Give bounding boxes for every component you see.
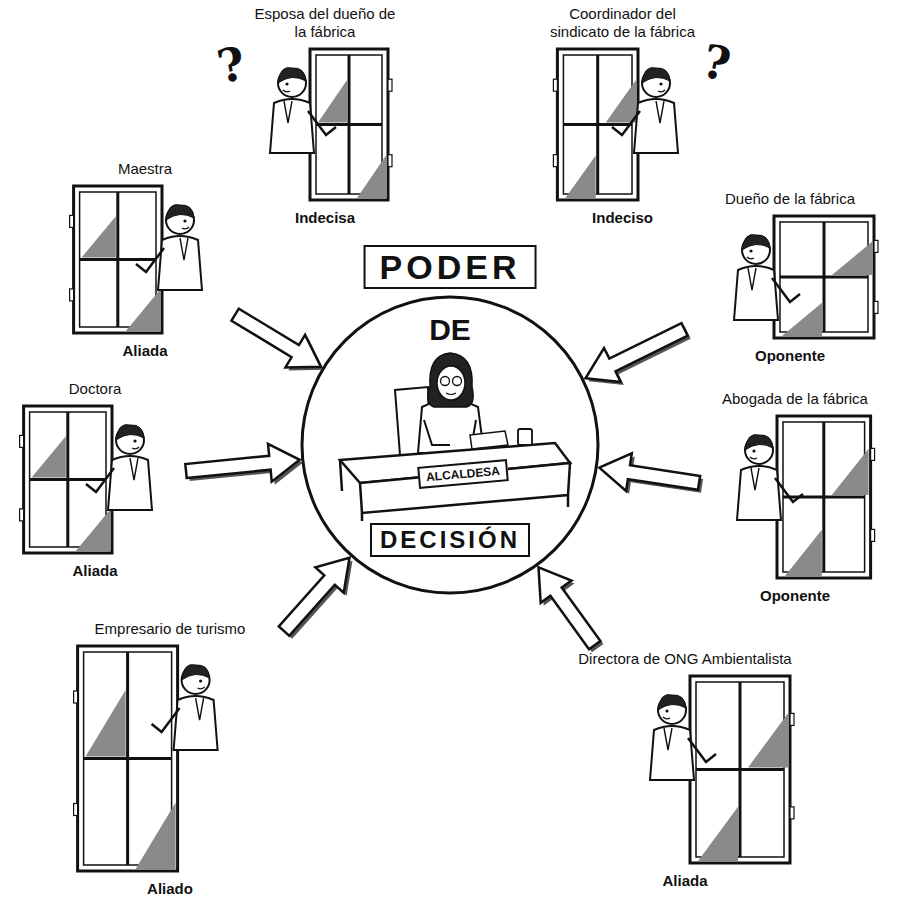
stakeholder-name: Coordinador del sindicato de la fábrica <box>545 5 700 41</box>
decision-circle: PODERDEDECISIÓNALCALDESA <box>300 295 600 595</box>
arrow-shape <box>279 558 350 636</box>
stakeholder-window: Coordinador del sindicato de la fábricaI… <box>545 5 700 227</box>
stakeholder-name: Dueño de la fábrica <box>690 190 890 208</box>
influence-arrow <box>185 444 302 485</box>
stakeholder-name: Directora de ONG Ambientalista <box>560 650 810 668</box>
plate-text: ALCALDESA <box>426 464 501 484</box>
stakeholder-name: Empresario de turismo <box>60 620 280 638</box>
stakeholder-window: Dueño de la fábricaOponente <box>690 190 890 365</box>
stance-label: Aliada <box>10 561 180 580</box>
stakeholder-name: Doctora <box>10 380 180 398</box>
window-figure <box>70 186 202 333</box>
stance-label: Aliada <box>560 871 810 890</box>
arrow-shape <box>599 453 700 491</box>
stance-label: Indecisa <box>250 208 400 227</box>
window-figure <box>737 416 875 578</box>
title-banner: DECISIÓN <box>370 523 530 557</box>
stance-label: Aliada <box>60 341 230 360</box>
arrow-shape <box>539 567 601 649</box>
question-mark: ? <box>213 38 250 93</box>
influence-arrow <box>586 323 691 385</box>
question-mark: ? <box>698 36 735 91</box>
stakeholder-name: Esposa del dueño de la fábrica <box>250 5 400 41</box>
influence-arrow <box>539 567 604 652</box>
stakeholder-window: DoctoraAliada <box>10 380 180 580</box>
stakeholder-window: Abogada de la fábricaOponente <box>705 390 885 605</box>
stakeholder-window: Empresario de turismoAliado <box>60 620 280 898</box>
stakeholder-window: Directora de ONG AmbientalistaAliada <box>560 650 810 890</box>
stance-label: Oponente <box>705 586 885 605</box>
influence-arrow <box>599 453 703 494</box>
window-figure <box>20 406 152 553</box>
window-figure <box>650 676 794 863</box>
stakeholder-illustration <box>60 160 230 360</box>
stakeholder-illustration <box>690 190 890 365</box>
stakeholder-illustration <box>60 620 280 898</box>
influence-arrow <box>232 309 324 371</box>
arrow-shape <box>185 444 299 482</box>
stakeholder-name: Abogada de la fábrica <box>705 390 885 408</box>
stakeholder-illustration <box>10 380 180 580</box>
arrow-shape <box>232 309 321 368</box>
stakeholder-window: Esposa del dueño de la fábricaIndecisa <box>250 5 400 227</box>
stakeholder-name: Maestra <box>60 160 230 178</box>
title-banner: PODER <box>364 245 537 289</box>
title-word: DE <box>429 313 471 347</box>
window-figure <box>553 49 678 200</box>
stance-label: Aliado <box>60 879 280 898</box>
stance-label: Indeciso <box>545 208 700 227</box>
window-figure <box>74 646 218 871</box>
stakeholder-window: MaestraAliada <box>60 160 230 360</box>
stance-label: Oponente <box>690 346 890 365</box>
window-figure <box>734 216 878 338</box>
arrow-shape <box>586 323 688 382</box>
window-figure <box>270 49 392 200</box>
stakeholder-illustration <box>560 650 810 890</box>
stakeholder-illustration <box>705 390 885 605</box>
influence-arrow <box>279 558 353 639</box>
